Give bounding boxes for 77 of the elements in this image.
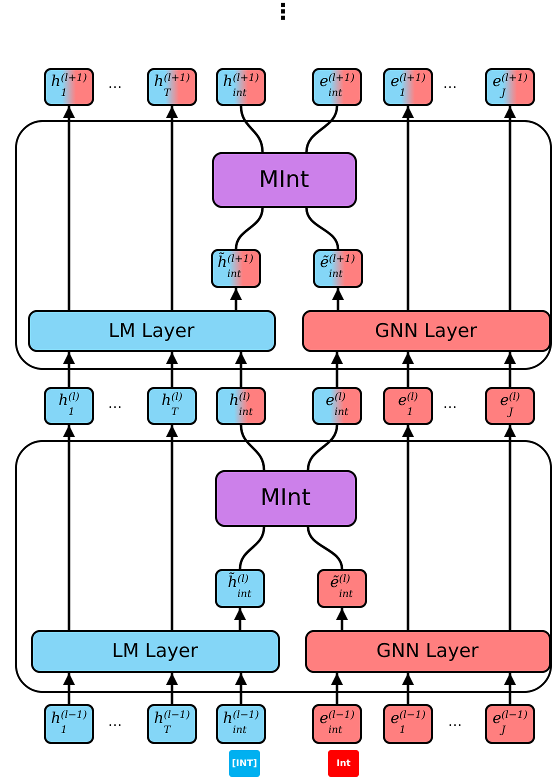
arrow	[402, 425, 414, 630]
arrow	[504, 425, 516, 630]
vector-box	[147, 387, 197, 425]
layer-block-frame	[15, 440, 552, 693]
connector-line	[238, 526, 266, 570]
block-label: MInt	[258, 166, 310, 192]
vector-box	[383, 68, 433, 106]
ellipsis: …	[108, 76, 122, 92]
arrow	[230, 288, 242, 310]
vector-box	[316, 568, 366, 608]
token-label: [INT]	[232, 758, 258, 768]
layer-box	[28, 310, 276, 352]
token-badge	[328, 750, 359, 777]
block-label: GNN Layer	[376, 640, 479, 662]
layer-box	[304, 630, 550, 672]
arrow	[235, 673, 247, 704]
token-label: Int	[336, 758, 351, 768]
connector-line	[305, 106, 338, 152]
arrow	[63, 352, 75, 387]
vector-box	[485, 387, 535, 425]
vector-box	[312, 68, 362, 106]
interaction-module-box	[212, 152, 356, 208]
arrow	[332, 288, 344, 310]
connector-line	[234, 208, 264, 250]
arrow	[504, 352, 516, 387]
arrow	[166, 673, 178, 704]
arrow	[235, 352, 247, 387]
vector-box	[383, 387, 433, 425]
arrow	[166, 352, 178, 387]
arrow	[331, 352, 343, 387]
vector-box	[216, 68, 266, 106]
block-label: GNN Layer	[374, 320, 478, 342]
vector-box	[485, 704, 535, 744]
vector-box	[147, 704, 197, 744]
layer-box	[302, 310, 550, 352]
ellipsis: …	[443, 396, 457, 412]
vector-box	[312, 387, 362, 425]
arrow	[166, 106, 178, 310]
block-label: MInt	[260, 485, 311, 511]
vector-box	[44, 387, 94, 425]
vector-box	[312, 248, 362, 288]
ellipsis: …	[108, 714, 122, 730]
vertical-ellipsis: ⋮	[272, 2, 294, 24]
vector-box	[485, 68, 535, 106]
vector-box	[147, 68, 197, 106]
connector-line	[305, 208, 340, 250]
arrow	[504, 106, 516, 310]
arrow	[63, 673, 75, 704]
vector-box	[312, 704, 362, 744]
arrow	[336, 608, 348, 630]
arrow	[402, 673, 414, 704]
vector-box	[214, 568, 264, 608]
ellipsis: …	[448, 714, 462, 730]
connector-line	[306, 526, 344, 570]
arrow	[63, 106, 75, 310]
vector-box	[210, 248, 260, 288]
arrow	[166, 425, 178, 630]
vector-box	[383, 704, 433, 744]
token-badge	[229, 750, 260, 777]
layer-box	[30, 630, 280, 672]
vector-box	[216, 387, 266, 425]
arrow	[402, 352, 414, 387]
arrow	[504, 673, 516, 704]
vector-box	[216, 704, 266, 744]
arrow	[331, 673, 343, 704]
vector-box	[44, 68, 94, 106]
ellipsis: …	[108, 396, 122, 412]
block-label: LM Layer	[112, 640, 198, 662]
connector-line	[240, 424, 266, 470]
arrow	[234, 608, 246, 630]
vector-box	[44, 704, 94, 744]
block-label: LM Layer	[108, 320, 194, 342]
layer-block-frame	[15, 120, 552, 370]
arrow	[63, 425, 75, 630]
interaction-module-box	[214, 470, 356, 526]
ellipsis: …	[443, 76, 457, 92]
arrow	[402, 106, 414, 310]
